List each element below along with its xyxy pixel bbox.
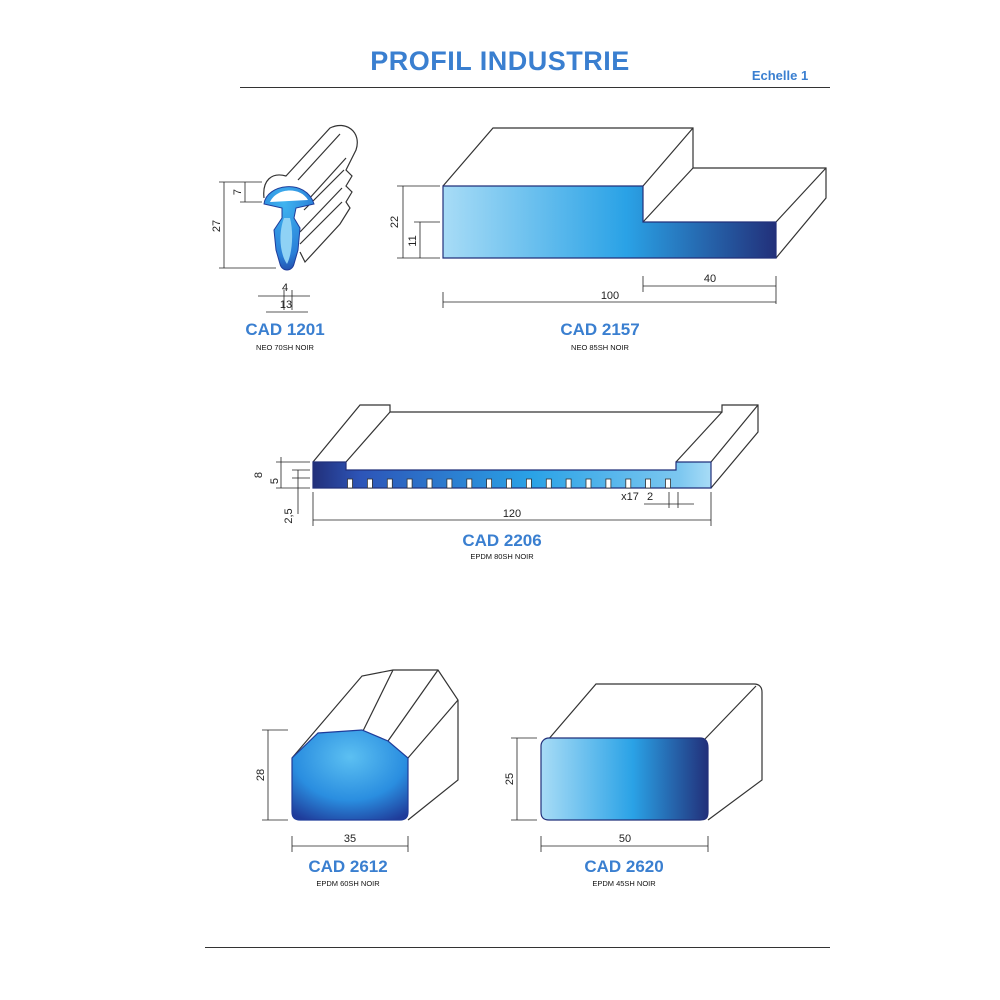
cad-2206-slot	[645, 478, 651, 489]
cad-2206-dim-slots: x17	[621, 491, 639, 503]
cad-2612-dimensions	[262, 729, 409, 852]
footer-rule	[205, 947, 830, 948]
cad-2206-code: CAD 2206	[462, 531, 542, 550]
cad-1201-dim-head: 7	[232, 189, 244, 195]
cad-2157-code: CAD 2157	[560, 320, 640, 339]
cad-1201-dim-stem: 4	[282, 282, 288, 294]
cad-2206-material: EPDM 80SH NOIR	[470, 552, 534, 561]
cad-2206-slot	[605, 478, 612, 489]
cad-2206-dim-base: 2,5	[283, 508, 295, 523]
cad-2620-dim-height: 25	[504, 773, 516, 785]
cad-2157-dim-step-length: 40	[704, 273, 716, 285]
cad-2206-slot	[506, 478, 512, 489]
scale-label: Echelle 1	[751, 68, 809, 83]
cad-2206-slot	[545, 478, 552, 489]
cad-2206-slot	[426, 478, 433, 489]
cad-2612-dim-width: 35	[344, 833, 356, 845]
cad-2157-dimensions	[397, 185, 777, 308]
cad-2206-slot	[466, 478, 473, 489]
cad-2620-section	[540, 737, 709, 821]
cad-2206-slot	[565, 478, 572, 489]
profile-cad-2206	[312, 404, 759, 489]
cad-1201-dim-width: 13	[280, 299, 292, 311]
cad-2157-dim-step: 11	[407, 235, 419, 246]
cad-2206-slot	[526, 478, 532, 489]
page-title: PROFIL INDUSTRIE	[370, 46, 630, 76]
cad-2206-slot	[585, 478, 592, 489]
profile-cad-2612	[291, 669, 459, 821]
profile-cad-1201	[263, 124, 358, 271]
cad-2157-material: NEO 85SH NOIR	[571, 343, 629, 352]
cad-1201-code: CAD 1201	[245, 320, 325, 339]
cad-2612-material: EPDM 60SH NOIR	[316, 879, 380, 888]
cad-2206-slot	[486, 478, 493, 489]
cad-2157-dim-height: 22	[389, 216, 401, 228]
cad-2612-code: CAD 2612	[308, 857, 388, 876]
cad-2206-slot	[625, 478, 632, 489]
cad-2206-dim-mid: 5	[269, 478, 281, 484]
cad-2206-slot	[665, 478, 671, 489]
cad-2206-dim-height: 8	[253, 472, 265, 478]
cad-2620-code: CAD 2620	[584, 857, 664, 876]
cad-2206-slot	[446, 478, 453, 489]
cad-2206-slot	[347, 478, 353, 489]
cad-1201-material: NEO 70SH NOIR	[256, 343, 314, 352]
cad-2620-dimensions	[511, 737, 709, 852]
cad-2157-section	[442, 185, 777, 259]
cad-2620-material: EPDM 45SH NOIR	[592, 879, 656, 888]
cad-2612-dim-height: 28	[255, 769, 267, 781]
cad-2206-slot	[386, 478, 393, 489]
cad-2620-dim-width: 50	[619, 833, 631, 845]
profile-cad-2620	[540, 683, 763, 821]
cad-2206-slot	[406, 478, 413, 489]
cad-2612-section	[291, 729, 409, 821]
cad-2206-slots	[347, 478, 671, 489]
header-rule	[240, 87, 830, 88]
cad-2206-slot	[366, 478, 373, 489]
cad-1201-dimensions	[219, 181, 310, 313]
cad-2157-dim-length: 100	[601, 290, 619, 302]
profile-cad-2157	[442, 127, 827, 259]
cad-2206-dim-length: 120	[503, 508, 521, 520]
cad-1201-dim-height: 27	[211, 220, 223, 232]
cad-2206-dim-slot-width: 2	[647, 491, 653, 503]
cad-2206-dimensions	[276, 457, 712, 526]
